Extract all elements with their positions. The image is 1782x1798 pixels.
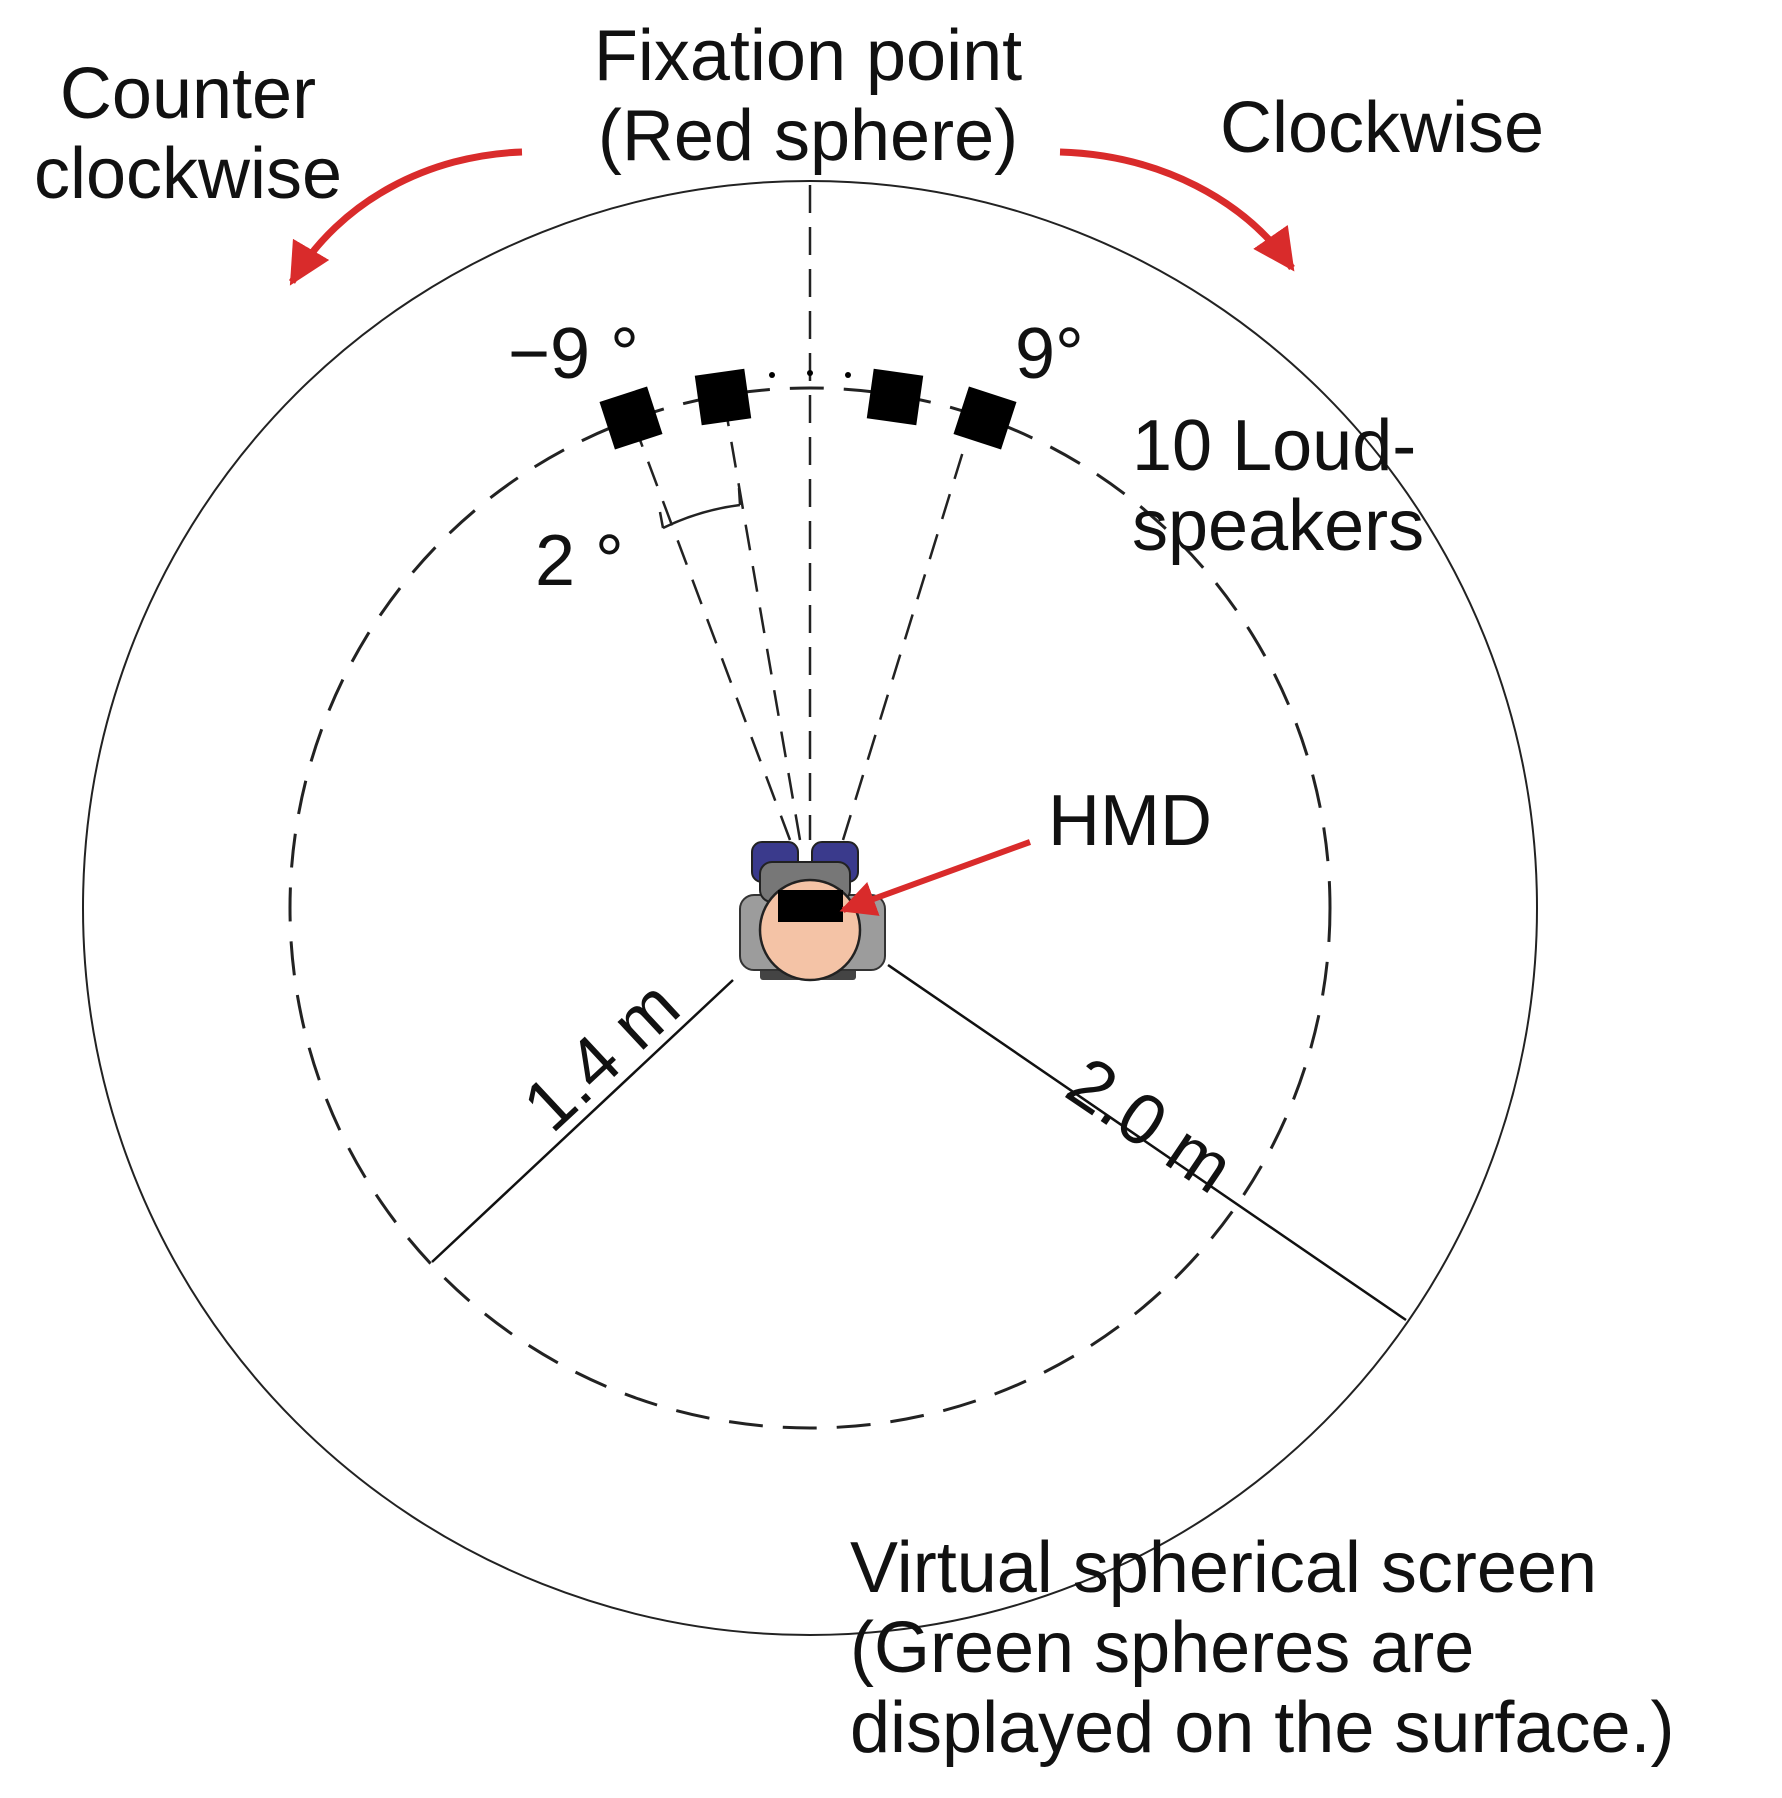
hmd-label: HMD	[1048, 781, 1212, 861]
loudspeakers	[599, 368, 1017, 450]
loudspeaker-icon	[599, 386, 663, 450]
radius-line-outer	[887, 963, 1407, 1322]
ellipsis-dot	[807, 370, 813, 376]
clockwise-label: Clockwise	[1220, 88, 1544, 168]
angle-left-label: −9 °	[508, 314, 639, 394]
counter-clockwise-label-line1: Counter	[60, 54, 316, 134]
loudspeaker-icon	[866, 368, 924, 426]
curved-arrow-icon	[1059, 148, 1295, 272]
outer-screen-circle	[82, 180, 1538, 1636]
speakers-label-line1: 10 Loud-	[1132, 406, 1416, 486]
counter-clockwise-label-line2: clockwise	[34, 134, 342, 214]
fixation-label-line2: (Red sphere)	[598, 96, 1018, 176]
screen-label-line2: (Green spheres are	[850, 1608, 1474, 1688]
angle-bracket	[658, 487, 742, 530]
loudspeaker-icon	[694, 368, 752, 426]
speaker-direction-lines	[638, 404, 967, 841]
fixation-label-line1: Fixation point	[594, 16, 1022, 96]
spacing-label: 2 °	[535, 521, 624, 601]
radius-outer-label: 2.0 m	[1053, 1042, 1247, 1209]
angle-right-label: 9°	[1015, 314, 1084, 394]
speaker-circle	[288, 386, 1332, 1430]
loudspeaker-icon	[953, 386, 1017, 450]
speakers-label-line2: speakers	[1132, 486, 1424, 566]
hmd-icon	[778, 890, 843, 922]
curved-arrow-icon	[288, 148, 523, 286]
screen-label-line3: displayed on the surface.)	[850, 1688, 1674, 1768]
ellipsis-dot	[845, 372, 851, 378]
radius-line-inner	[431, 979, 734, 1263]
radius-inner-label: 1.4 m	[508, 965, 694, 1146]
person-top-view-icon	[739, 841, 886, 982]
hmd-arrow	[839, 839, 1032, 916]
ellipsis-dot	[769, 372, 775, 378]
screen-label-line1: Virtual spherical screen	[850, 1528, 1597, 1608]
